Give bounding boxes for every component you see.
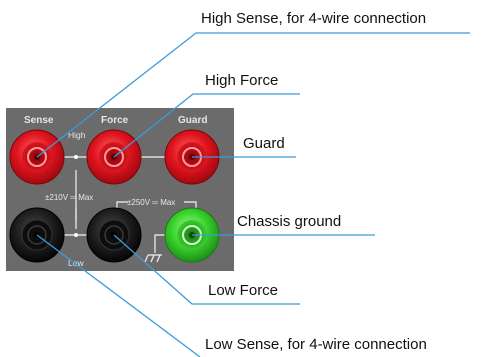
guard-callout: Guard bbox=[243, 135, 285, 152]
low-junction bbox=[74, 233, 78, 237]
low-force-callout: Low Force bbox=[208, 282, 278, 299]
high-sense-leader bbox=[36, 32, 470, 158]
rating-left: ±210V ═ Max bbox=[45, 193, 93, 202]
high-force-terminal bbox=[86, 129, 142, 185]
high-force-leader bbox=[113, 93, 300, 158]
rating-bracket bbox=[116, 201, 197, 208]
high-sense-callout: High Sense, for 4-wire connection bbox=[201, 10, 426, 27]
force-header: Force bbox=[101, 115, 129, 126]
sense-header: Sense bbox=[24, 115, 54, 126]
low-force-leader bbox=[113, 234, 300, 305]
low-sense-callout: Low Sense, for 4-wire connection bbox=[205, 336, 427, 353]
low-sense-leader bbox=[36, 234, 201, 357]
high-label: High bbox=[68, 130, 86, 140]
high-junction bbox=[74, 155, 78, 159]
chassis-ground-callout: Chassis ground bbox=[237, 213, 341, 230]
rating-right: ±250V ═ Max bbox=[127, 198, 175, 207]
high-force-callout: High Force bbox=[205, 72, 278, 89]
chassis-ground-symbol bbox=[144, 234, 166, 263]
low-label: Low bbox=[68, 258, 84, 268]
guard-header: Guard bbox=[178, 115, 207, 126]
